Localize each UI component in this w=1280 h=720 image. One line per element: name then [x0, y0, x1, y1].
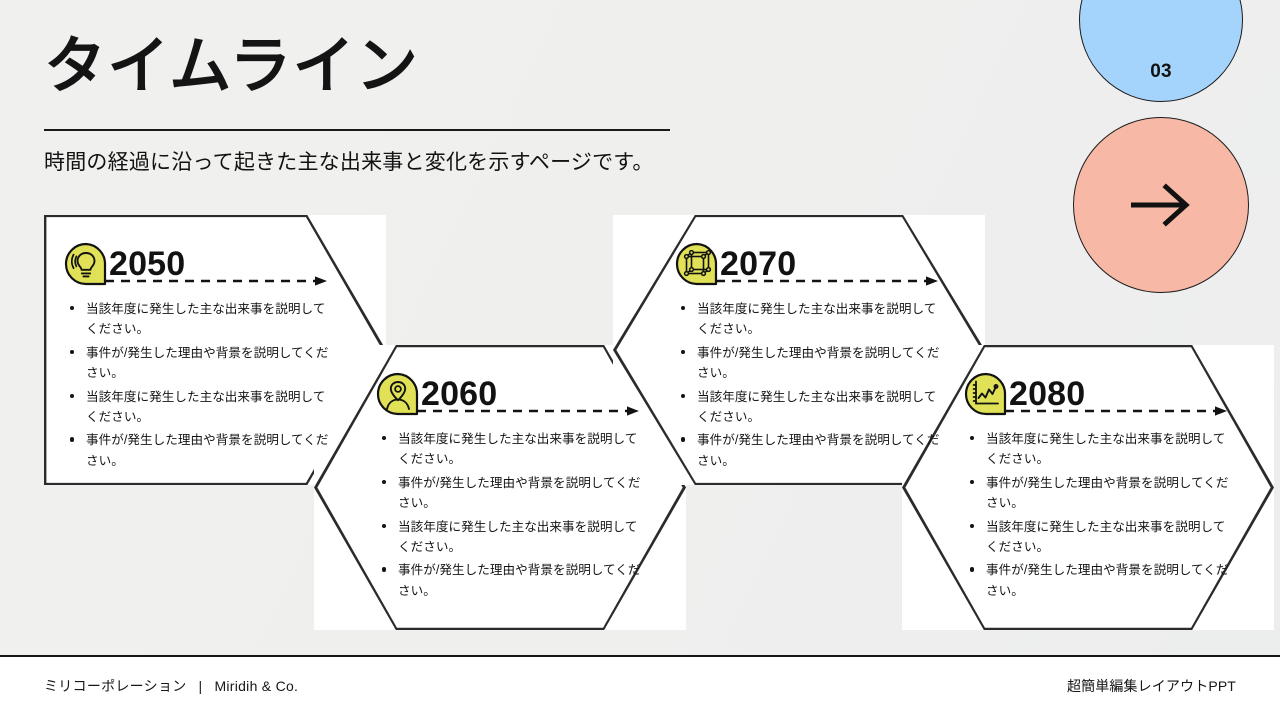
step-bullet-list: 当該年度に発生した主な出来事を説明してください。 事件が/発生した理由や背景を説…: [376, 429, 644, 601]
step-content: 2080 当該年度に発生した主な出来事を説明してください。 事件が/発生した理由…: [964, 362, 1232, 604]
list-item: 事件が/発生した理由や背景を説明してください。: [968, 560, 1232, 601]
list-item: 当該年度に発生した主な出来事を説明してください。: [380, 517, 644, 558]
next-slide-button[interactable]: [1073, 117, 1249, 293]
timeline-step-2060[interactable]: 2060 当該年度に発生した主な出来事を説明してください。 事件が/発生した理由…: [314, 345, 686, 630]
step-bullet-list: 当該年度に発生した主な出来事を説明してください。 事件が/発生した理由や背景を説…: [64, 299, 332, 471]
footer-divider: [0, 655, 1280, 657]
list-item: 当該年度に発生した主な出来事を説明してください。: [380, 429, 644, 470]
list-item: 当該年度に発生した主な出来事を説明してください。: [679, 387, 943, 428]
list-item: 事件が/発生した理由や背景を説明してください。: [380, 560, 644, 601]
list-item: 当該年度に発生した主な出来事を説明してください。: [68, 387, 332, 428]
footer-bar: [0, 657, 1280, 720]
step-content: 2060 当該年度に発生した主な出来事を説明してください。 事件が/発生した理由…: [376, 362, 644, 604]
dashed-arrow-icon: [105, 276, 330, 286]
step-header: 2060: [376, 362, 644, 416]
timeline-step-2080[interactable]: 2080 当該年度に発生した主な出来事を説明してください。 事件が/発生した理由…: [902, 345, 1274, 630]
timeline-step-2070[interactable]: 2070 当該年度に発生した主な出来事を説明してください。 事件が/発生した理由…: [613, 215, 985, 485]
step-content: 2050 当該年度に発生した主な出来事を説明してください。 事件が/発生した理由…: [64, 232, 332, 474]
dashed-arrow-icon: [1005, 406, 1230, 416]
step-header: 2050: [64, 232, 332, 286]
list-item: 事件が/発生した理由や背景を説明してください。: [679, 343, 943, 384]
list-item: 事件が/発生した理由や背景を説明してください。: [68, 343, 332, 384]
list-item: 当該年度に発生した主な出来事を説明してください。: [968, 429, 1232, 470]
step-year-label: 2070: [720, 245, 797, 283]
slide-header: タイムライン 時間の経過に沿って起きた主な出来事と変化を示すページです。: [44, 32, 674, 176]
step-header: 2080: [964, 362, 1232, 416]
step-header: 2070: [675, 232, 943, 286]
line-chart-icon: [964, 372, 1008, 416]
list-item: 当該年度に発生した主な出来事を説明してください。: [679, 299, 943, 340]
footer-company: ミリコーポレーション | Miridih & Co.: [44, 676, 298, 696]
footer-tagline: 超簡単編集レイアウトPPT: [1066, 678, 1236, 694]
page-number-label: 03: [1150, 61, 1172, 82]
list-item: 当該年度に発生した主な出来事を説明してください。: [68, 299, 332, 340]
footer-company-en: Miridih & Co.: [214, 678, 299, 694]
dashed-arrow-icon: [417, 406, 642, 416]
lightbulb-icon: [64, 242, 108, 286]
list-item: 事件が/発生した理由や背景を説明してください。: [68, 430, 332, 471]
list-item: 事件が/発生した理由や背景を説明してください。: [679, 430, 943, 471]
footer-separator: |: [198, 678, 203, 694]
list-item: 事件が/発生した理由や背景を説明してください。: [380, 473, 644, 514]
step-year-label: 2050: [109, 245, 186, 283]
step-bullet-list: 当該年度に発生した主な出来事を説明してください。 事件が/発生した理由や背景を説…: [964, 429, 1232, 601]
step-bullet-list: 当該年度に発生した主な出来事を説明してください。 事件が/発生した理由や背景を説…: [675, 299, 943, 471]
list-item: 事件が/発生した理由や背景を説明してください。: [968, 473, 1232, 514]
footer-company-jp: ミリコーポレーション: [44, 678, 187, 694]
dashed-arrow-icon: [716, 276, 941, 286]
step-content: 2070 当該年度に発生した主な出来事を説明してください。 事件が/発生した理由…: [675, 232, 943, 474]
step-year-label: 2080: [1009, 375, 1086, 413]
timeline-hexagon-row: 2050 当該年度に発生した主な出来事を説明してください。 事件が/発生した理由…: [44, 215, 1274, 630]
map-pin-person-icon: [376, 372, 420, 416]
page-title: タイムライン: [44, 32, 420, 101]
arrow-right-icon: [1125, 181, 1197, 229]
timeline-step-2050[interactable]: 2050 当該年度に発生した主な出来事を説明してください。 事件が/発生した理由…: [44, 215, 386, 485]
cube-wireframe-icon: [675, 242, 719, 286]
step-year-label: 2060: [421, 375, 498, 413]
page-subtitle: 時間の経過に沿って起きた主な出来事と変化を示すページです。: [44, 150, 654, 174]
list-item: 当該年度に発生した主な出来事を説明してください。: [968, 517, 1232, 558]
title-divider: [44, 128, 670, 131]
